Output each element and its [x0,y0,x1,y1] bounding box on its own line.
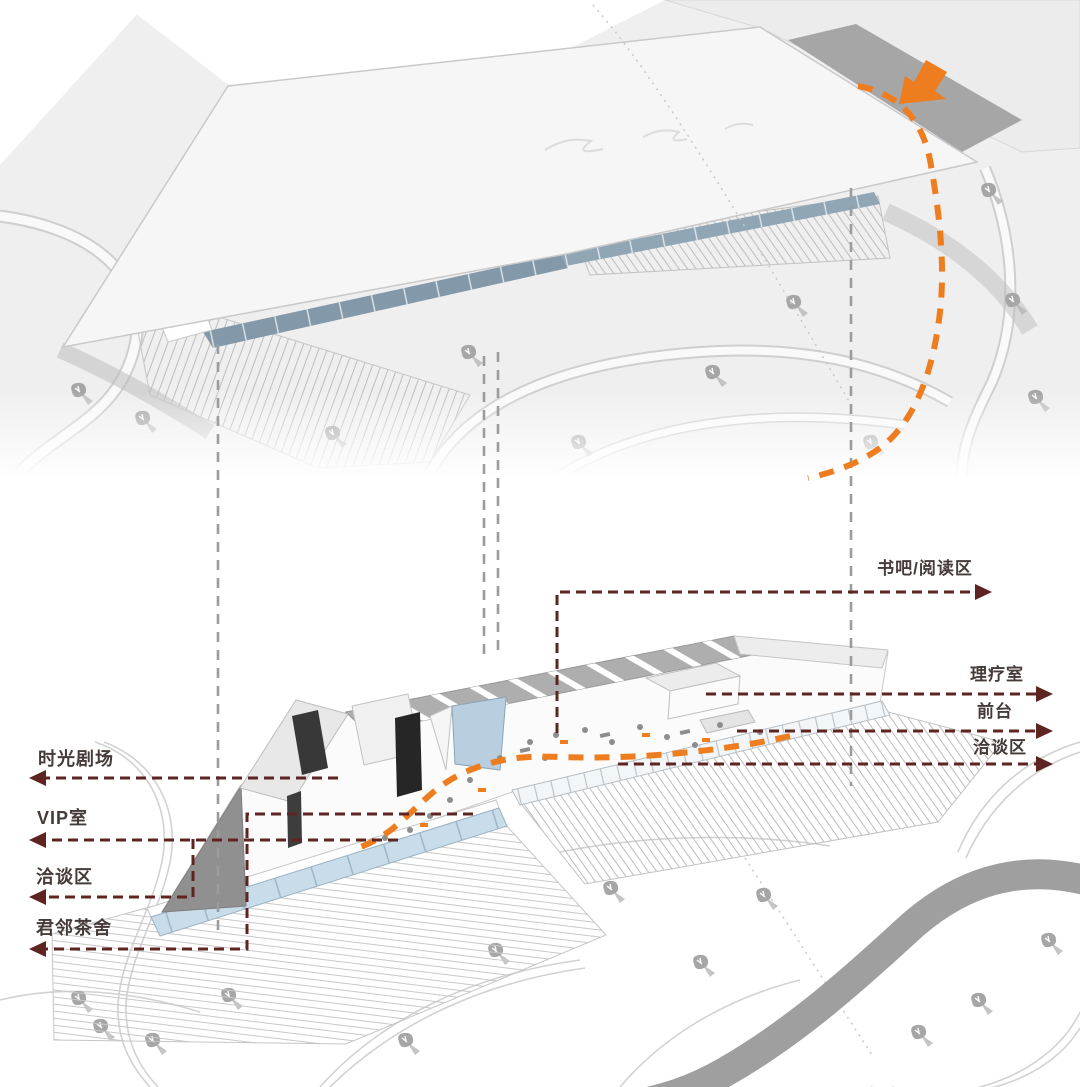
label-negotiation-area-left: 洽谈区 [36,867,93,887]
leader-arrowhead-icon [29,832,46,848]
zone-outline-teahouse [42,812,473,951]
atrium-wedge [429,696,507,771]
theater-west-gable [161,784,247,913]
zone-annotations [42,590,1042,951]
reception-desk [699,709,756,734]
dark-wall-slab [287,791,302,848]
leader-arrowhead-icon [1036,686,1053,702]
route-path-lower [356,733,791,851]
projection-lines [216,188,853,931]
label-physio-room: 理疗室 [970,665,1024,684]
skylight-band [159,192,880,348]
entry-arrow-icon [899,60,947,104]
dark-curved-road [646,859,1080,1087]
leader-arrowheads [29,584,1053,957]
upper-scene [0,0,1080,480]
label-time-theater: 时光剧场 [38,749,114,769]
label-negotiation-area-right: 洽谈区 [973,738,1027,757]
leader-arrowhead-icon [975,584,992,600]
right-wing-back-wall [733,635,889,669]
label-front-desk: 前台 [977,702,1013,721]
leader-arrowhead-icon [1036,756,1053,772]
visitor-route [356,83,946,851]
leader-arrowhead-icon [1036,723,1053,739]
roof-sketch-scribble [544,122,754,153]
label-bookbar-reading-area: 书吧/阅读区 [877,559,973,578]
vip-volume [351,693,422,797]
leader-arrowhead-icon [29,889,46,905]
main-roof [61,26,979,349]
leader-arrowhead-icon [29,770,46,786]
label-junlin-teahouse: 君邻茶舍 [36,918,112,938]
leader-arrowhead-icon [29,941,46,957]
physio-room [644,662,742,720]
zone-outline-negotiation-left [42,839,195,899]
route-path-upper [807,83,946,481]
leader-bookbar [555,590,983,733]
lower-scene [0,635,1080,1087]
label-vip-room: VIP室 [37,808,89,828]
